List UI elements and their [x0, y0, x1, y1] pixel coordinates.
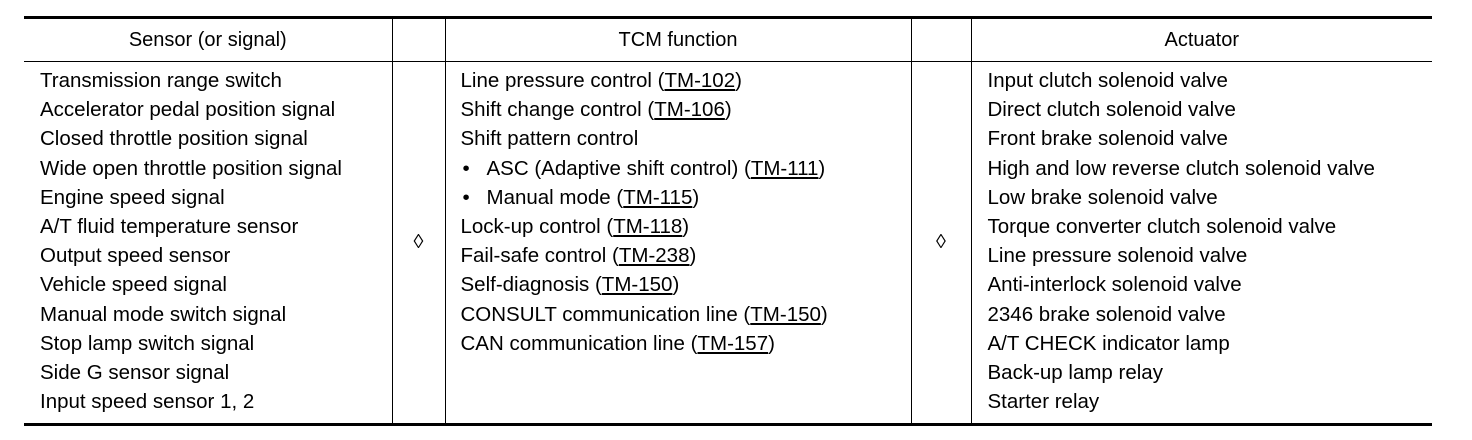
- function-item: • Manual mode (TM-115): [461, 183, 911, 212]
- arrow-icon: ◊: [910, 61, 971, 425]
- reference-link[interactable]: TM-118: [613, 215, 683, 239]
- sensor-item: Accelerator pedal position signal: [40, 98, 336, 122]
- sensor-item: Transmission range switch: [40, 69, 282, 92]
- reference-link[interactable]: TM-106: [654, 98, 725, 122]
- sensor-item: Manual mode switch signal: [40, 302, 287, 326]
- function-label: CONSULT communication line (: [460, 302, 751, 326]
- sensor-item: Input speed sensor 1, 2: [40, 390, 255, 414]
- function-item: Shift change control (TM-106): [461, 95, 911, 124]
- header-arrow-spacer-2: [910, 17, 971, 62]
- sensor-item: Closed throttle position signal: [40, 127, 308, 151]
- sensor-item: Side G sensor signal: [40, 361, 230, 385]
- actuator-item: Low brake solenoid valve: [987, 185, 1218, 209]
- actuator-item: High and low reverse clutch solenoid val…: [987, 156, 1375, 180]
- function-item: Self-diagnosis (TM-150): [461, 270, 911, 299]
- function-label-tail: ): [724, 98, 732, 122]
- header-function: TCM function: [444, 17, 911, 62]
- sensor-item: Engine speed signal: [40, 185, 225, 209]
- actuator-item: Back-up lamp relay: [987, 361, 1163, 385]
- actuator-item: 2346 brake solenoid valve: [987, 302, 1226, 326]
- sensor-item: Wide open throttle position signal: [40, 156, 342, 180]
- function-label: Fail-safe control (: [460, 244, 619, 268]
- function-item: • ASC (Adaptive shift control) (TM-111): [461, 154, 911, 183]
- function-label: CAN communication line (: [460, 331, 698, 355]
- function-label: Lock-up control (: [460, 215, 614, 239]
- function-label-tail: ): [692, 185, 700, 209]
- function-label-tail: ): [689, 244, 697, 268]
- reference-link[interactable]: TM-157: [697, 331, 769, 355]
- function-label-tail: ): [682, 215, 690, 239]
- sensor-item: Stop lamp switch signal: [40, 331, 255, 355]
- actuator-item: Line pressure solenoid valve: [987, 244, 1248, 268]
- header-arrow-spacer-1: [391, 17, 445, 62]
- reference-link[interactable]: TM-238: [618, 244, 690, 268]
- reference-link[interactable]: TM-150: [750, 302, 821, 326]
- function-item: CONSULT communication line (TM-150): [461, 300, 911, 329]
- function-column: Line pressure control (TM-102)Shift chan…: [444, 61, 911, 425]
- function-label-tail: ): [820, 302, 828, 326]
- actuator-item: Front brake solenoid valve: [987, 127, 1228, 151]
- reference-link[interactable]: TM-111: [750, 156, 819, 180]
- function-label: Manual mode (: [486, 185, 624, 209]
- function-label-tail: ): [672, 273, 680, 297]
- header-row: Sensor (or signal) TCM function Actuator: [24, 17, 1432, 62]
- header-sensor: Sensor (or signal): [24, 17, 392, 62]
- actuator-item: Starter relay: [987, 390, 1100, 414]
- tcm-io-table: Sensor (or signal) TCM function Actuator…: [24, 16, 1432, 426]
- header-actuator: Actuator: [970, 17, 1432, 62]
- actuator-item: Input clutch solenoid valve: [987, 69, 1228, 92]
- function-label: Shift change control (: [460, 98, 655, 122]
- sensor-item: Vehicle speed signal: [40, 273, 227, 297]
- actuator-item: Direct clutch solenoid valve: [987, 98, 1236, 122]
- actuator-item: A/T CHECK indicator lamp: [987, 331, 1230, 355]
- bullet-icon: •: [462, 156, 470, 180]
- reference-link[interactable]: TM-150: [601, 273, 673, 297]
- function-label-tail: ): [818, 156, 826, 180]
- actuator-item: Torque converter clutch solenoid valve: [987, 215, 1337, 239]
- function-item: Fail-safe control (TM-238): [461, 241, 911, 270]
- function-label: Shift pattern control: [460, 127, 639, 151]
- actuator-item: Anti-interlock solenoid valve: [987, 273, 1242, 297]
- function-label: Self-diagnosis (: [460, 273, 602, 297]
- function-label-tail: ): [735, 69, 742, 92]
- sensor-item: A/T fluid temperature sensor: [40, 215, 299, 239]
- tcm-io-table-container: Sensor (or signal) TCM function Actuator…: [24, 16, 1432, 426]
- function-label-tail: ): [768, 331, 775, 355]
- function-item: Line pressure control (TM-102): [461, 66, 911, 95]
- sensor-item: Output speed sensor: [40, 244, 231, 268]
- function-label: Line pressure control (: [460, 69, 665, 92]
- function-list: Line pressure control (TM-102)Shift chan…: [461, 66, 911, 358]
- arrow-icon: ◊: [391, 61, 445, 425]
- function-label: ASC (Adaptive shift control) (: [486, 156, 751, 180]
- function-item: CAN communication line (TM-157): [461, 329, 911, 358]
- function-item: Shift pattern control: [461, 124, 911, 153]
- bullet-icon: •: [462, 185, 470, 209]
- reference-link[interactable]: TM-102: [664, 69, 736, 92]
- reference-link[interactable]: TM-115: [623, 185, 693, 209]
- function-item: Lock-up control (TM-118): [461, 212, 911, 241]
